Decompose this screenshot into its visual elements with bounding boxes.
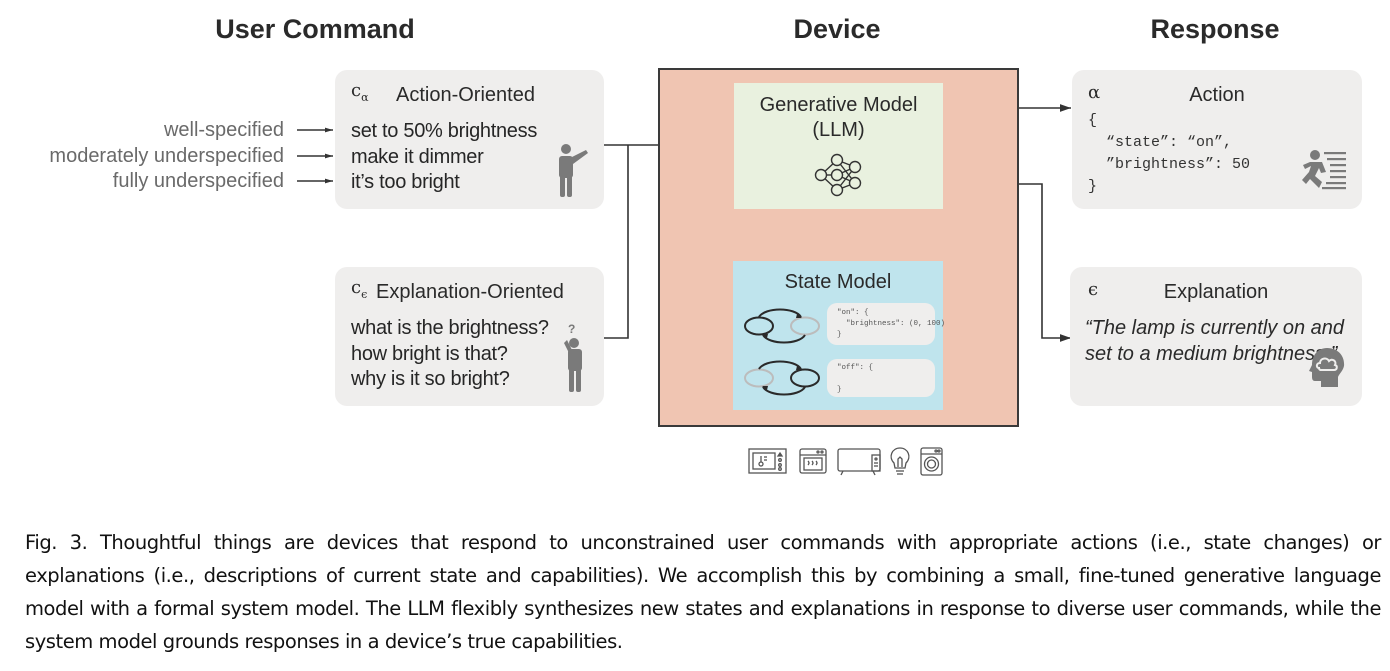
state-on-code: "on": { "brightness": (0, 100) } (827, 303, 945, 345)
card-title: Explanation (1163, 281, 1269, 303)
action-json: { “state”: “on”, ”brightness”: 50 } (1088, 112, 1251, 195)
command-example: it’s too bright (351, 171, 460, 193)
svg-text:?: ? (568, 322, 575, 336)
action-oriented-card: cα Action-Oriented set to 50% brightness… (335, 70, 604, 209)
response-heading: Response (1150, 14, 1280, 44)
thermostat-icon (748, 448, 787, 474)
person-pointing-icon (559, 144, 588, 197)
state-model-title: State Model (784, 271, 892, 293)
action-response-card: α Action { “state”: “on”, ”brightness”: … (1072, 70, 1362, 209)
generative-model-box: Generative Model (LLM) (734, 83, 943, 209)
explanation-symbol: ϵ (1088, 279, 1099, 300)
card-title: Explanation-Oriented (376, 281, 564, 303)
command-symbol: cϵ (351, 277, 368, 301)
command-example: what is the brightness? (351, 317, 549, 339)
command-symbol: cα (351, 80, 369, 104)
head-thought-icon (1309, 348, 1345, 387)
tv-icon (837, 448, 881, 476)
state-diagram-on (744, 308, 820, 344)
label-moderately-underspecified: moderately underspecified (49, 145, 284, 167)
card-title: Action-Oriented (396, 84, 535, 106)
explanation-oriented-card: cϵ Explanation-Oriented what is the brig… (335, 267, 604, 406)
state-off-code: "off": { } (827, 359, 935, 397)
label-fully-underspecified: fully underspecified (112, 170, 284, 192)
explanation-response-card: ϵ Explanation “The lamp is currently on … (1070, 267, 1362, 406)
card-title: Action (1189, 84, 1245, 106)
state-model-box: State Model "on": { "brightness": (0, 10… (733, 261, 945, 410)
command-example: why is it so bright? (351, 368, 510, 390)
command-example: make it dimmer (351, 146, 484, 168)
device-icons-row (748, 447, 944, 477)
person-questioning-icon: ? (564, 322, 582, 392)
washing-machine-icon (920, 447, 943, 476)
generative-model-title: Generative Model (759, 94, 918, 116)
command-example: set to 50% brightness (351, 120, 538, 142)
device-heading: Device (793, 14, 881, 44)
explanation-text: “The lamp is currently on and set to a m… (1085, 317, 1345, 365)
label-well-specified: well-specified (163, 119, 284, 141)
state-diagram-off (744, 360, 820, 396)
neural-network-icon (814, 153, 862, 197)
state-on-code-text: "on": { "brightness": (0, 100) } (837, 309, 946, 339)
user-command-heading: User Command (215, 14, 415, 44)
lightbulb-icon (890, 447, 910, 475)
figure-caption: Fig. 3. Thoughtful things are devices th… (25, 531, 1381, 653)
line-explanation-to-device (604, 145, 629, 339)
generative-model-subtitle: (LLM) (812, 119, 865, 141)
oven-icon (799, 448, 827, 474)
running-person-icon (1302, 150, 1346, 190)
state-off-code-text: "off": { } (837, 364, 874, 394)
action-symbol: α (1088, 82, 1101, 103)
command-example: how bright is that? (351, 343, 508, 365)
